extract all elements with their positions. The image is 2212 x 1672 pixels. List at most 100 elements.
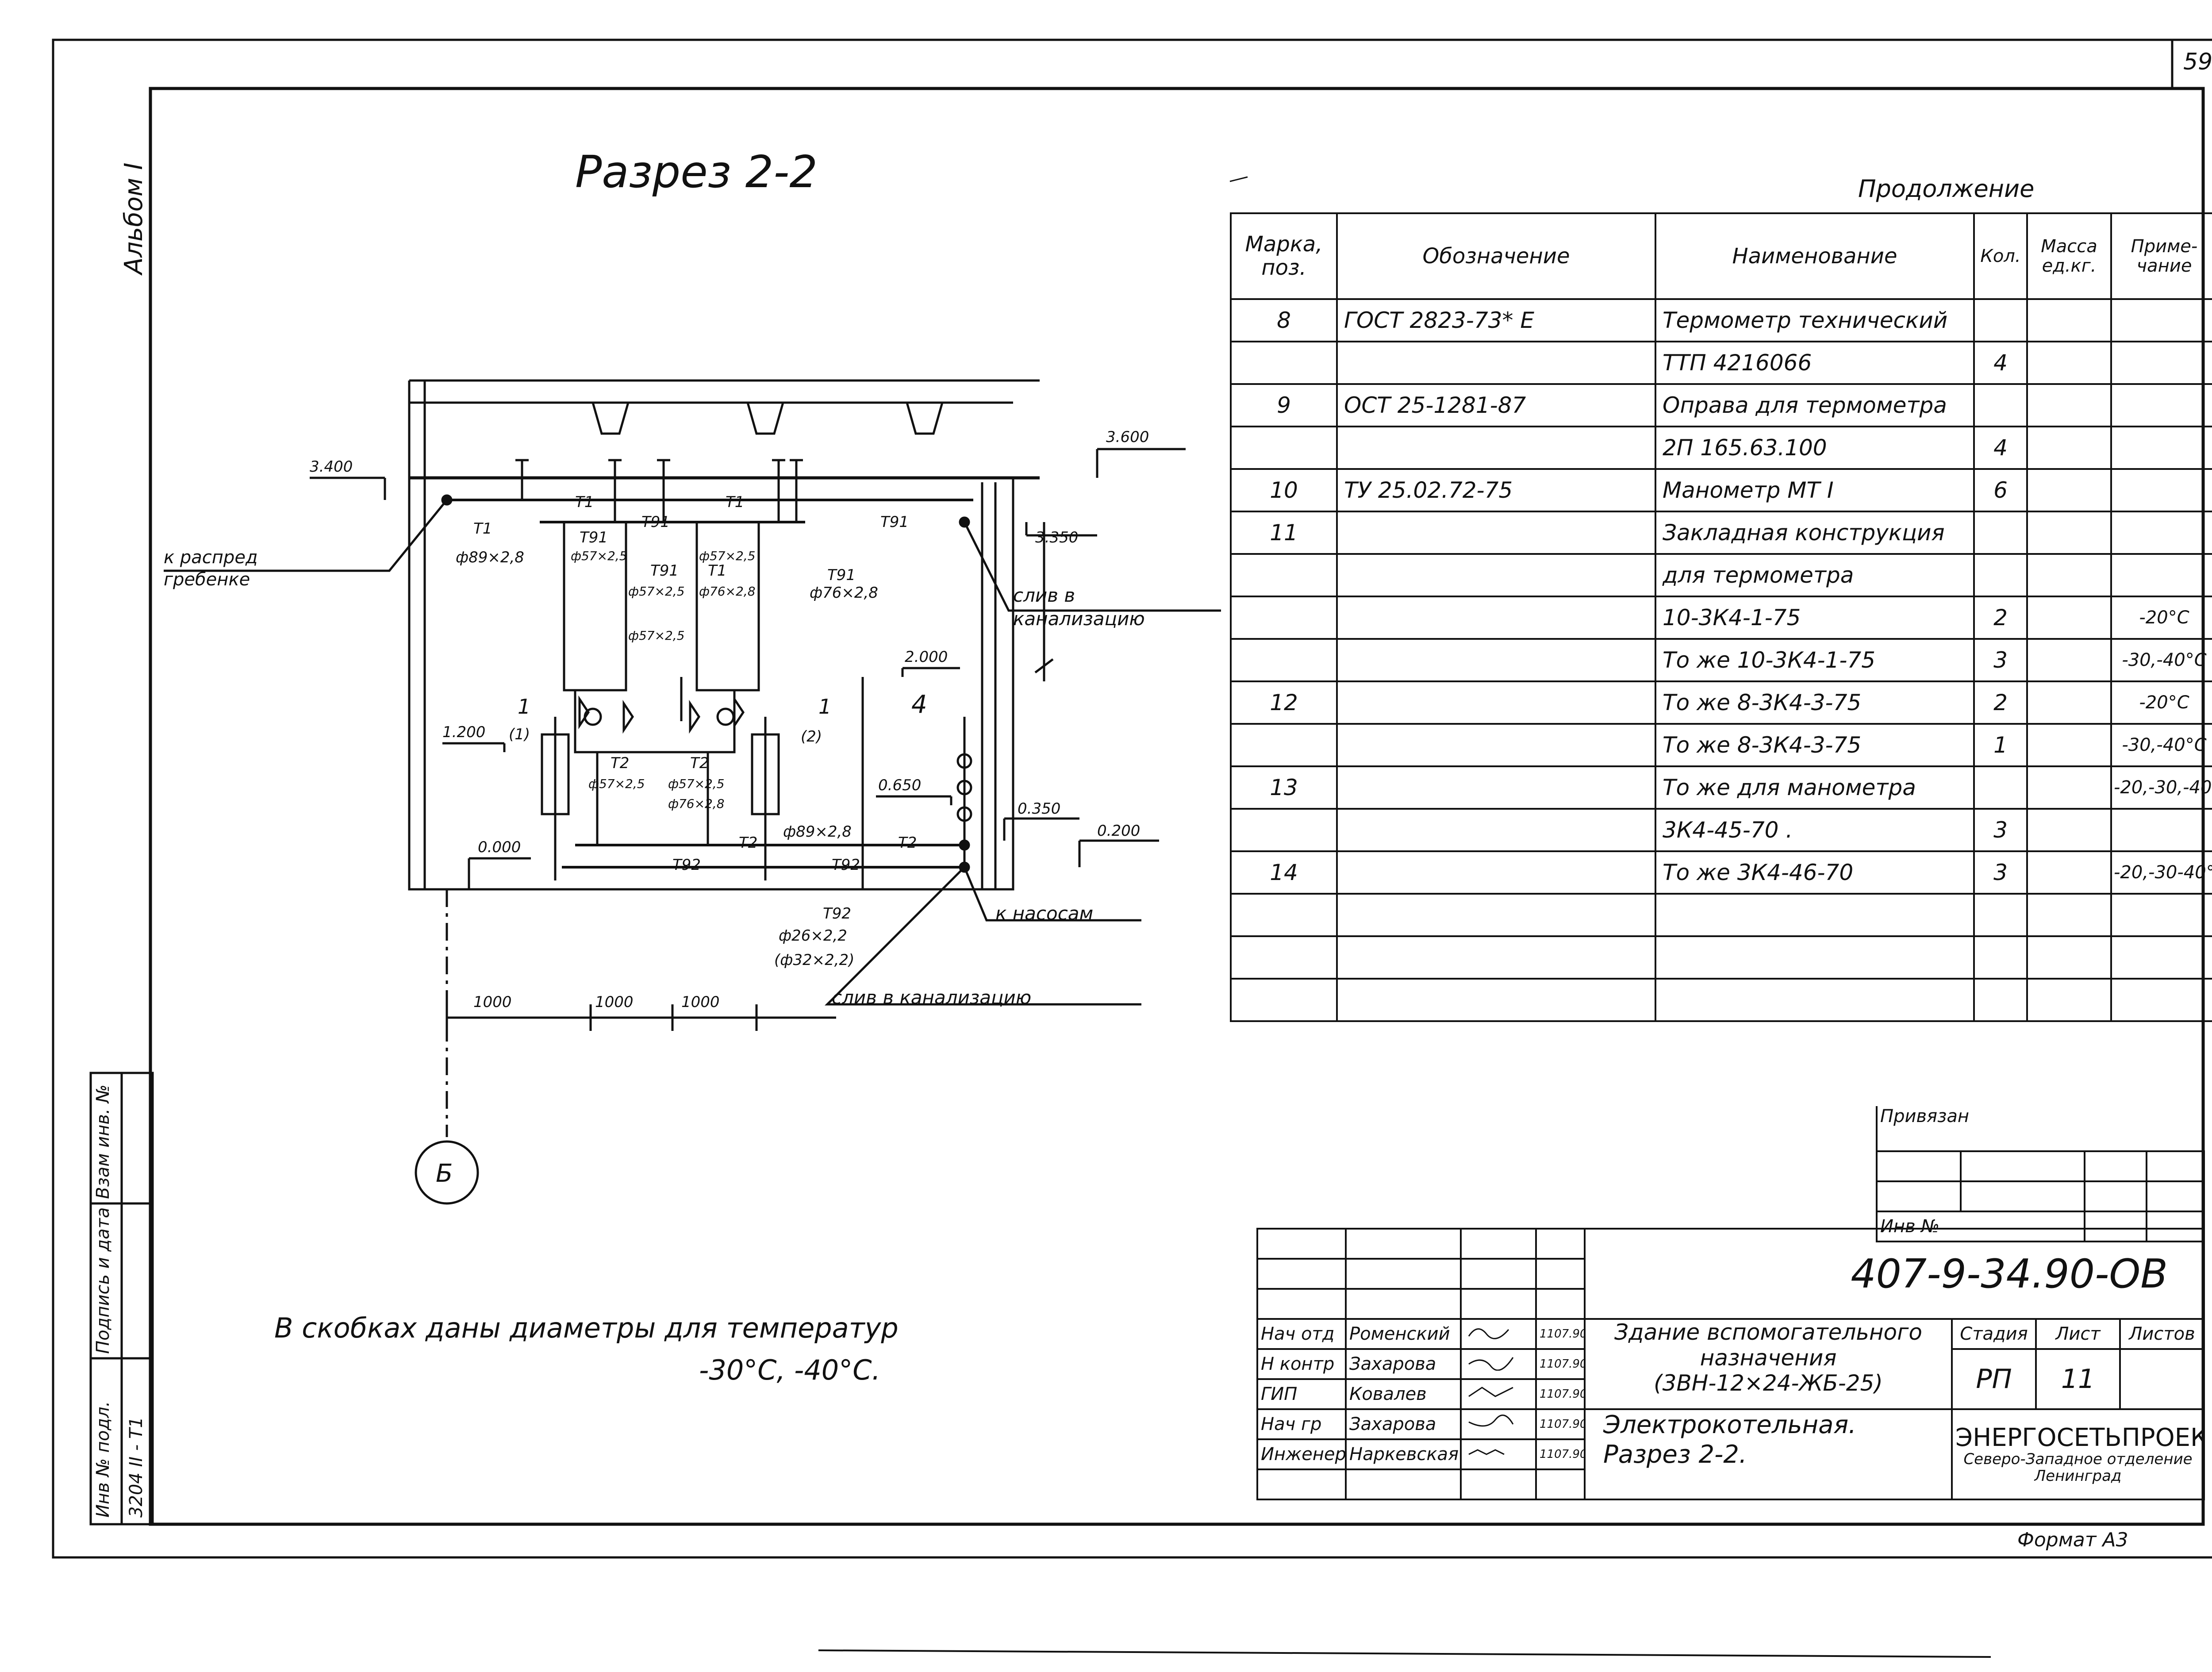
cell-name: То же 8-3К4-3-75 [1655,723,1975,767]
cell-designation [1336,765,1656,810]
role-label: Нач отд [1256,1318,1347,1350]
header-designation: Обозначение [1336,212,1656,300]
signer-name: Захарова [1345,1408,1462,1440]
binding-block: Привязан Инв № [1875,1106,2205,1242]
cell-designation [1336,978,1656,1022]
cell-mass [2026,468,2112,512]
cell-note [2110,341,2212,385]
cell-mass [2026,808,2112,852]
cell-designation [1336,893,1656,937]
signature-date-label: Подпись и дата [93,1207,113,1354]
level-mark: 3.400 [310,458,353,476]
cell-name: 10-3К4-1-75 [1655,596,1975,640]
spec-row [1230,978,2212,1022]
title-block: 407-9-34.90-ОВ Нач отд Роменский 1107.90… [1256,1228,2205,1500]
cell-designation: ГОСТ 2823-73* Е [1336,298,1656,342]
sign-date: 1107.90 [1535,1408,1586,1440]
cell-mass [2026,341,2112,385]
cell-note [2110,935,2212,980]
cell-mark: 11 [1230,511,1338,555]
cell-designation [1336,935,1656,980]
sheets-header: Листов [2119,1318,2205,1350]
cell-qty: 6 [1973,468,2028,512]
cell-note: -20,-30-40°С [2110,850,2212,895]
cell-qty [1973,298,2028,342]
stage-header: Стадия [1951,1318,2037,1350]
cell-mark: 10 [1230,468,1338,512]
object-name: Здание вспомогательного назначения (3ВН-… [1584,1318,1953,1410]
diameter-label: ф57×2,5 [588,776,645,791]
header-name: Наименование [1655,212,1975,300]
cell-mass [2026,638,2112,682]
pipe-label: Т1 [708,562,727,580]
signature [1460,1318,1537,1350]
cell-qty: 2 [1973,596,2028,640]
stage-value: РП [1951,1348,2037,1410]
cell-mark: 9 [1230,383,1338,427]
cell-note [2110,978,2212,1022]
cell-mark [1230,426,1338,470]
inv-podl-label: Инв № подл. [93,1401,113,1518]
cell-name: То же для манометра [1655,765,1975,810]
cell-name: То же 10-3К4-1-75 [1655,638,1975,682]
cell-qty: 4 [1973,341,2028,385]
specification-table: Марка, поз. Обозначение Наименование Кол… [1230,212,2212,1022]
cell-name: ТТП 4216066 [1655,341,1975,385]
callout-drain-bottom: слив в канализацию [832,987,1032,1008]
diameter-label: ф57×2,5 [628,584,685,599]
pipe-label: Т91 [650,562,679,580]
cell-mark: 13 [1230,765,1338,810]
cell-note: -20°С [2110,680,2212,725]
role-label: ГИП [1256,1378,1347,1410]
document-code: 407-9-34.90-ОВ [1583,1228,2205,1320]
pipe-label: Т91 [580,529,608,546]
cell-name [1655,935,1975,980]
sheet-number: 59 [2183,49,2212,75]
signer-name: Ковалев [1345,1378,1462,1410]
signer-name: Роменский [1345,1318,1462,1350]
sheet-value: 11 [2035,1348,2121,1410]
cell-name [1655,978,1975,1022]
cell-mass [2026,596,2112,640]
cell-note [2110,426,2212,470]
diameter-label: ф76×2,8 [699,584,756,599]
cell-name: для термометра [1655,553,1975,597]
cell-qty [1973,383,2028,427]
diameter-label: ф76×2,8 [668,796,725,811]
cell-qty: 3 [1973,808,2028,852]
diameter-label: (ф32×2,2) [774,951,855,969]
pipe-label: Т2 [898,834,917,852]
cell-designation [1336,426,1656,470]
pipe-label: Т91 [827,566,856,584]
continuation-label: Продолжение [1858,175,2035,203]
sign-date: 1107.90 [1535,1378,1586,1410]
sign-date: 1107.90 [1535,1348,1586,1380]
pipe-label: Т1 [575,493,594,511]
section-title: Разрез 2-2 [575,146,818,198]
cell-note: -20°С [2110,596,2212,640]
pipe-label: Т92 [672,856,701,874]
cell-qty [1973,893,2028,937]
cell-qty [1973,935,2028,980]
cell-qty: 2 [1973,680,2028,725]
sheet-title-line-2: Разрез 2-2. [1603,1440,1747,1469]
cell-mass [2026,680,2112,725]
level-mark: 0.200 [1097,822,1141,840]
object-line-3: (3ВН-12×24-ЖБ-25) [1654,1370,1883,1396]
pipe-label: Т92 [823,905,852,922]
cell-mass [2026,426,2112,470]
cell-mark: 8 [1230,298,1338,342]
cell-mass [2026,723,2112,767]
level-mark: 0.650 [878,776,922,794]
cell-name: То же 8-3К4-3-75 [1655,680,1975,725]
object-line-1: Здание вспомогательного [1614,1319,1923,1345]
cell-mark [1230,893,1338,937]
cell-mass [2026,383,2112,427]
cell-mark [1230,596,1338,640]
spec-row [1230,893,2212,937]
cell-mass [2026,511,2112,555]
